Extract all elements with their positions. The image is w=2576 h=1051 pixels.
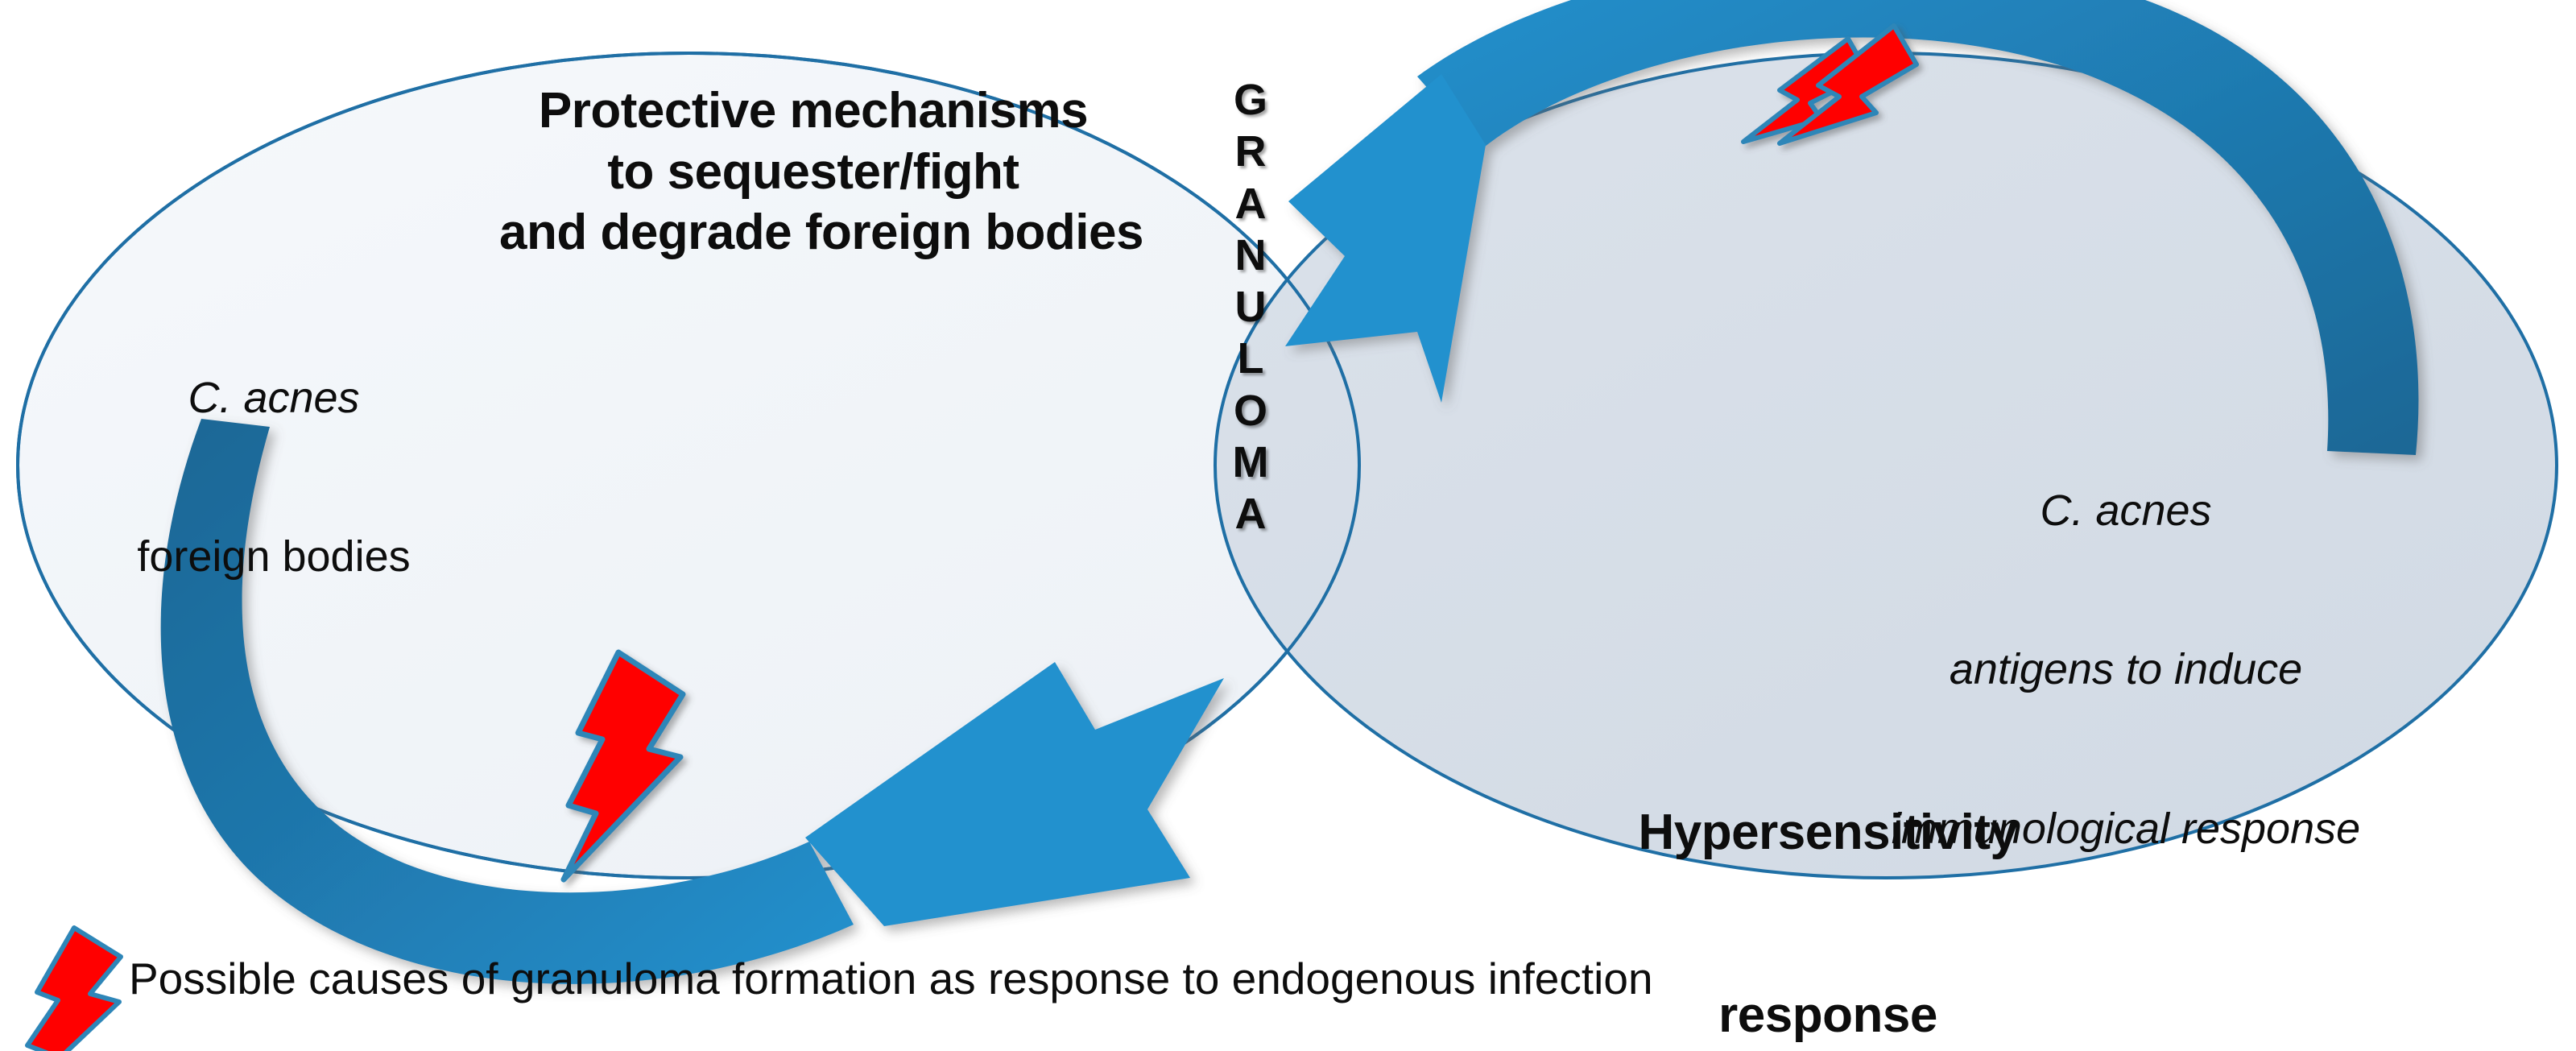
right-ellipse-title: Hypersensitivity response: [1506, 681, 2150, 1051]
left-ellipse-outline-overlay: [16, 52, 1361, 879]
right-title-line-1: Hypersensitivity: [1638, 805, 2019, 861]
legend-caption-text: Possible causes of granuloma formation a…: [129, 954, 1653, 1003]
left-curved-arrow: [160, 419, 1224, 984]
granuloma-letter-5: L: [1237, 334, 1264, 383]
granuloma-letter-8: A: [1234, 490, 1267, 538]
left-sub-line-1: C. acnes: [188, 373, 360, 422]
granuloma-letter-4: U: [1234, 283, 1267, 331]
right-sub-line-2: antigens to induce: [1949, 645, 2303, 694]
granuloma-letter-0: G: [1233, 76, 1267, 124]
left-arrow-head: [805, 662, 1224, 926]
right-sub-line-3: immunological response: [1891, 805, 2361, 853]
granuloma-letter-6: O: [1233, 386, 1267, 435]
right-arrow-tail: [1417, 0, 2419, 455]
granuloma-letter-1: R: [1234, 127, 1267, 176]
right-curved-arrow: [1285, 0, 2419, 455]
left-ellipse-title: Protective mechanisms to sequester/fight…: [499, 83, 1144, 261]
granuloma-letter-2: A: [1234, 179, 1267, 228]
left-sub-line-2: foreign bodies: [137, 532, 411, 581]
right-ellipse-sub-label: C. acnes antigens to induce immunologica…: [1844, 379, 2408, 962]
granuloma-letter-7: M: [1232, 437, 1269, 486]
lightning-bolt-left: [560, 649, 686, 883]
lightning-bolt-right: [1741, 23, 1919, 146]
right-sub-line-1: C. acnes: [2040, 486, 2212, 535]
right-title-line-2: response: [1718, 987, 1937, 1044]
left-arrow-tail: [160, 419, 854, 984]
right-arrow-head: [1285, 74, 1486, 403]
granuloma-label: G R A N U L O M A: [1214, 74, 1287, 540]
left-ellipse-sub-label: C. acnes foreign bodies: [105, 266, 443, 690]
lightning-bolt-legend-icon: [25, 925, 123, 1051]
granuloma-letter-3: N: [1234, 230, 1267, 279]
